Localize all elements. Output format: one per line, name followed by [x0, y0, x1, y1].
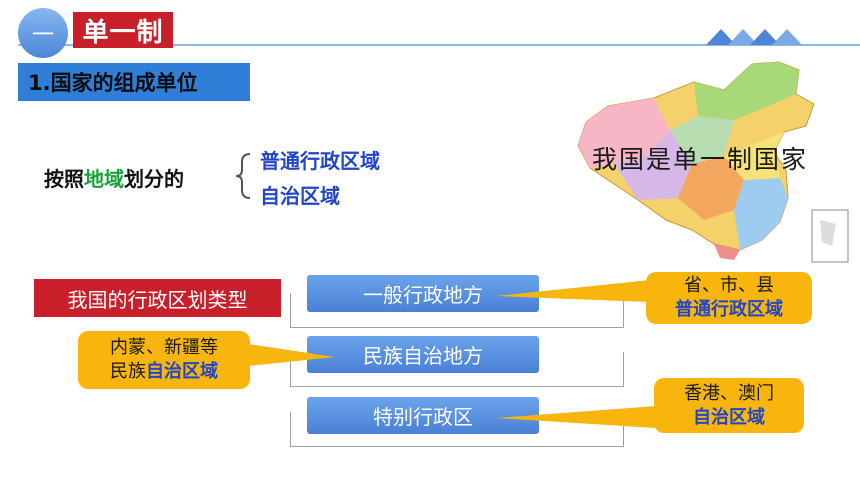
- type-box-ethnic-autonomous: 民族自治地方: [307, 336, 539, 373]
- classification-suffix: 划分的: [124, 167, 184, 191]
- header-divider: [18, 44, 860, 46]
- section-title: 单一制: [73, 12, 173, 48]
- callout-line2: 民族自治区域: [110, 360, 218, 384]
- callout-pointer-1: [496, 280, 650, 302]
- section-number-badge: 一: [18, 8, 68, 58]
- curly-brace-icon: [235, 153, 251, 199]
- region-autonomous: 自治区域: [260, 184, 340, 208]
- classification-text: 按照地域划分的: [44, 163, 184, 192]
- callout-line1: 内蒙、新疆等: [110, 337, 218, 358]
- region-ordinary: 普通行政区域: [260, 149, 380, 173]
- classification-highlight: 地域: [84, 167, 124, 191]
- callout-line2: 自治区域: [693, 406, 765, 428]
- map-caption: 我国是单一制国家: [592, 145, 809, 174]
- callout-pointer-3: [496, 406, 656, 428]
- type-bracket-2: [290, 352, 624, 387]
- admin-types-label: 我国的行政区划类型: [34, 279, 281, 317]
- type-bracket-3: [290, 412, 624, 447]
- callout-line2: 普通行政区域: [675, 299, 783, 320]
- callout-line2-prefix: 民族: [110, 361, 146, 382]
- classification-prefix: 按照: [44, 167, 84, 191]
- callout-pointer-2: [248, 344, 335, 366]
- china-map-image: [577, 61, 849, 263]
- type-box-special-admin: 特别行政区: [307, 397, 539, 434]
- callout-line1: 省、市、县: [684, 275, 774, 296]
- callout-ordinary: 省、市、县 普通行政区域: [646, 272, 812, 324]
- callout-line2-blue: 自治区域: [146, 361, 218, 382]
- subheading: 1.国家的组成单位: [18, 63, 250, 101]
- callout-line1: 香港、澳门: [684, 382, 774, 404]
- decorative-triangles-icon: [706, 29, 802, 45]
- type-bracket-1: [290, 293, 624, 328]
- callout-special: 香港、澳门 自治区域: [654, 378, 804, 433]
- callout-ethnic: 内蒙、新疆等 民族自治区域: [78, 331, 250, 389]
- type-box-general: 一般行政地方: [307, 275, 539, 312]
